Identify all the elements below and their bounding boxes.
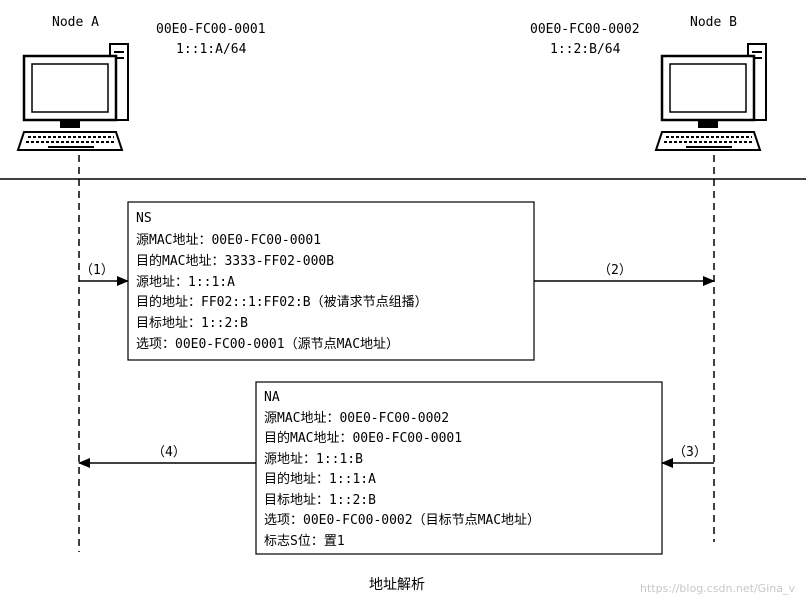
ns-line-src-mac: 源MAC地址：00E0-FC00-0001 bbox=[136, 233, 321, 248]
na-line-src-addr: 源地址：1::1:B bbox=[264, 452, 363, 467]
na-line-dst-addr: 目的地址：1::1:A bbox=[264, 471, 376, 487]
na-line-s-flag: 标志S位：置1 bbox=[264, 534, 345, 549]
ns-line-dst-mac: 目的MAC地址：3333-FF02-000B bbox=[136, 253, 334, 269]
ns-line-src-addr: 源地址：1::1:A bbox=[136, 275, 235, 290]
na-title: NA bbox=[264, 390, 280, 405]
computer-icon-node-a bbox=[16, 43, 129, 151]
na-line-option: 选项：00E0-FC00-0002（目标节点MAC地址） bbox=[264, 513, 540, 528]
step-label-1: （1） bbox=[80, 263, 114, 278]
ns-title: NS bbox=[136, 211, 152, 226]
node-b-ip: 1::2:B/64 bbox=[550, 42, 621, 57]
computer-icon-node-b bbox=[654, 43, 767, 151]
watermark-text: https://blog.csdn.net/Gina_v bbox=[640, 582, 795, 595]
diagram-caption: 地址解析 bbox=[369, 577, 425, 593]
ns-line-option: 选项：00E0-FC00-0001（源节点MAC地址） bbox=[136, 337, 399, 352]
ns-line-target-addr: 目标地址：1::2:B bbox=[136, 316, 248, 331]
node-b-mac: 00E0-FC00-0002 bbox=[530, 22, 640, 37]
step-label-2: （2） bbox=[598, 263, 632, 278]
node-b-name: Node B bbox=[690, 15, 737, 30]
step-label-4: （4） bbox=[152, 445, 186, 460]
node-a-ip: 1::1:A/64 bbox=[176, 42, 247, 57]
na-line-src-mac: 源MAC地址：00E0-FC00-0002 bbox=[264, 411, 449, 426]
ns-line-dst-addr: 目的地址：FF02::1:FF02:B（被请求节点组播） bbox=[136, 294, 428, 310]
step-label-3: （3） bbox=[673, 445, 707, 460]
ns-message-box bbox=[127, 201, 535, 361]
node-a-mac: 00E0-FC00-0001 bbox=[156, 22, 266, 37]
node-a-name: Node A bbox=[52, 15, 99, 30]
na-message-box bbox=[255, 381, 663, 555]
na-line-dst-mac: 目的MAC地址：00E0-FC00-0001 bbox=[264, 430, 462, 446]
na-line-target-addr: 目标地址：1::2:B bbox=[264, 493, 376, 508]
